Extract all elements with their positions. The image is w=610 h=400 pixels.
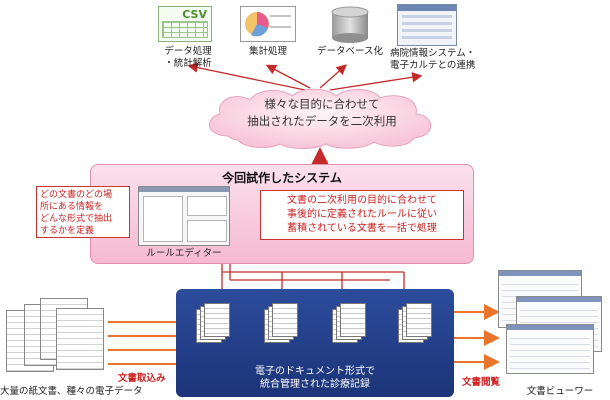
csv-badge: CSV [182,8,207,21]
batch-processing-note: 文書の二次利用の目的に合わせて 事後的に定義されたルールに従い 蓄積されている文… [260,190,464,240]
note-line: するかを定義 [40,226,95,236]
viewer-label: 文書ビューワー [526,386,594,397]
store-line: 電子のドキュメント形式で [255,366,375,377]
output-label-line: 集計処理 [248,46,287,57]
output-label-database: データベース化 [306,46,394,58]
output-label-line: 病院情報システム・ [390,48,476,59]
note-line: 事後的に定義されたルールに従い [287,209,437,220]
paper-documents-stack [6,296,106,376]
csv-spreadsheet-icon: CSV [158,6,212,42]
rule-definition-note: どの文書のどの場 所にある情報を どんな形式で抽出 するかを定義 [36,186,130,238]
rule-editor-label: ルールエディター [146,248,222,259]
cloud-line: 抽出されたデータを二次利用 [247,114,397,128]
document-store-text: 電子のドキュメント形式で 統合管理された診療記録 [176,365,454,391]
note-line: どんな形式で抽出 [40,214,113,224]
cloud-line: 様々な目的に合わせて [264,97,380,111]
database-icon [330,6,370,44]
output-label-hospital: 病院情報システム・ 電子カルテとの連携 [390,48,490,72]
document-viewer-screens [498,270,610,378]
output-label-line: データベース化 [316,46,384,57]
viewer-arrows [454,304,500,370]
cloud-text: 様々な目的に合わせて 抽出されたデータを二次利用 [198,96,446,130]
note-line: 所にある情報を [40,202,104,212]
output-label-stats: データ処理 ・統計解析 [148,46,228,70]
document-stack [332,303,366,345]
note-line: 文書の二次利用の目的に合わせて [287,195,437,206]
document-stack [264,303,298,345]
output-label-line: データ処理 [164,46,212,57]
document-stack [398,303,432,345]
output-label-line: 電子カルテとの連携 [390,60,476,71]
extracted-data-cloud [209,88,432,149]
output-label-aggregate: 集計処理 [236,46,300,58]
note-line: どの文書のどの場 [40,190,113,200]
store-line: 統合管理された診療記録 [260,379,370,390]
pie-chart-icon [240,6,296,42]
hospital-system-window-icon [397,4,457,46]
document-stack [196,303,230,345]
rule-editor-screenshot [138,186,230,246]
output-label-line: ・統計解析 [164,58,212,69]
view-arrow-label: 文書閲覧 [462,377,501,388]
note-line: 蓄積されている文書を一括で処理 [287,223,437,234]
cloud-to-outputs-arrows [187,62,423,91]
document-store-box [176,289,454,397]
input-documents-label: 大量の紙文書、種々の電子データ [0,386,143,397]
system-title: 今回試作したシステム [222,171,342,185]
import-arrow-label: 文書取込み [118,373,166,384]
